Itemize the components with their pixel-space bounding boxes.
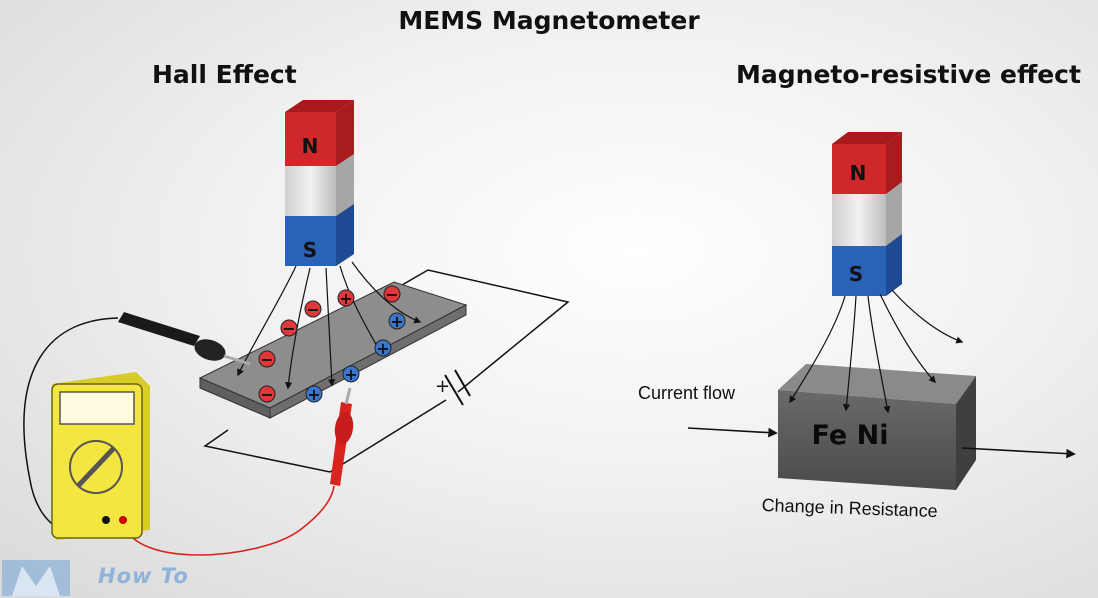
negative-charge: − — [258, 350, 276, 369]
feni-label: Fe Ni — [811, 420, 889, 451]
current-in-arrow — [687, 427, 778, 438]
battery-symbol — [444, 369, 471, 406]
hall-magnet — [285, 100, 354, 266]
positive-charge: + — [388, 312, 406, 331]
multimeter — [51, 372, 150, 540]
black-probe — [118, 312, 251, 366]
svg-text:+: + — [307, 385, 320, 404]
positive-charge: + — [337, 289, 355, 308]
current-out-arrow — [961, 447, 1076, 459]
mr-magnet — [832, 132, 902, 296]
svg-text:+: + — [376, 339, 389, 358]
diagram-title: MEMS Magnetometer — [398, 6, 700, 35]
svg-text:+: + — [339, 289, 352, 308]
svg-text:+: + — [344, 365, 357, 384]
hall-magnet-north-label: N — [302, 134, 319, 158]
negative-charge: − — [258, 385, 276, 404]
positive-charge: + — [374, 339, 392, 358]
hall-magnet-south-label: S — [303, 238, 317, 262]
howto-logo-mark — [2, 560, 70, 596]
current-flow-label: Current flow — [638, 383, 736, 403]
svg-text:−: − — [306, 300, 319, 319]
red-probe — [330, 387, 354, 486]
negative-charge: − — [383, 285, 401, 304]
svg-text:+: + — [390, 312, 403, 331]
hall-circuit-wire — [203, 269, 570, 473]
svg-text:−: − — [260, 350, 273, 369]
magnetoresistive-title: Magneto-resistive effect — [736, 60, 1081, 89]
svg-text:−: − — [282, 319, 295, 338]
svg-text:−: − — [260, 385, 273, 404]
positive-charge: + — [305, 385, 323, 404]
feni-block — [778, 364, 976, 490]
battery-plus-sign: + — [435, 376, 450, 397]
mr-magnet-south-label: S — [849, 262, 863, 286]
red-lead — [122, 485, 335, 556]
hall-charges: − − − − − + + + + + — [258, 285, 406, 404]
negative-charge: − — [304, 300, 322, 319]
positive-charge: + — [342, 365, 360, 384]
hall-effect-title: Hall Effect — [152, 60, 297, 89]
hall-plate — [198, 281, 468, 419]
negative-charge: − — [280, 319, 298, 338]
mr-magnet-north-label: N — [850, 161, 867, 185]
svg-text:−: − — [385, 285, 398, 304]
mr-field-lines — [789, 289, 964, 414]
howto-logo-text: How To — [98, 564, 189, 588]
